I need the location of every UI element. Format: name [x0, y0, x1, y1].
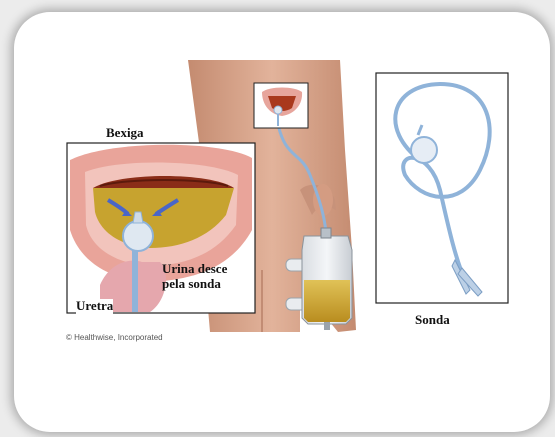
catheter-inset [376, 73, 508, 303]
credit-text: © Healthwise, Incorporated [66, 333, 163, 342]
bladder-mini-inset [254, 83, 308, 128]
bladder-label: Bexiga [106, 126, 144, 141]
urethra-label: Uretra [76, 299, 113, 314]
urine-label: Urina desce pela sonda [162, 262, 262, 292]
urine-bag [302, 228, 352, 330]
catheter-label: Sonda [415, 313, 450, 328]
